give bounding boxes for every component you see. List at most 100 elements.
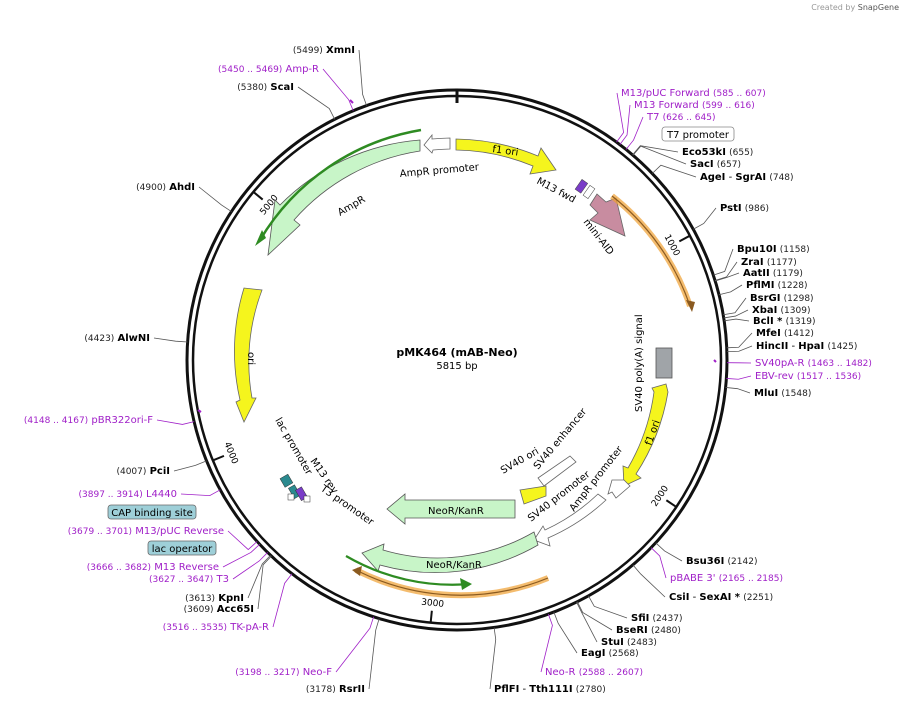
feature-f1-ori-2[interactable] bbox=[622, 383, 669, 487]
site-xmni[interactable]: (5499) XmnI bbox=[293, 45, 355, 56]
primer-l4440[interactable]: (3897 .. 3914) L4440 bbox=[79, 489, 178, 500]
leader-line bbox=[725, 387, 751, 394]
site-xbai[interactable]: XbaI (1309) bbox=[752, 305, 810, 316]
primer-neo-r[interactable]: Neo-R (2588 .. 2607) bbox=[545, 667, 643, 678]
site-bcli[interactable]: BclI * (1319) bbox=[753, 316, 816, 327]
site-pflfi[interactable]: PflFI - Tth111I (2780) bbox=[494, 684, 606, 695]
site-mlui[interactable]: MluI (1548) bbox=[754, 388, 811, 399]
label-neor-kanr-2: NeoR/KanR bbox=[426, 560, 482, 571]
leader-line bbox=[335, 616, 375, 673]
leader-line bbox=[358, 49, 367, 106]
feature-sv40-polya[interactable] bbox=[655, 347, 673, 379]
site-pcii[interactable]: (4007) PciI bbox=[116, 466, 170, 477]
primer-pbabe-3-[interactable]: pBABE 3' (2165 .. 2185) bbox=[670, 573, 783, 584]
feature-sv40-enhancer[interactable] bbox=[537, 455, 577, 487]
site-rsrii[interactable]: (3178) RsrII bbox=[306, 684, 365, 695]
site-bpu10i[interactable]: Bpu10I (1158) bbox=[737, 244, 810, 255]
plasmid-name: pMK464 (mAB-Neo) bbox=[396, 346, 517, 359]
ruler-tick bbox=[252, 191, 264, 201]
site-eagi[interactable]: EagI (2568) bbox=[581, 648, 639, 659]
label-ori: ori bbox=[245, 352, 256, 365]
box-cap-binding-site: CAP binding site bbox=[111, 508, 193, 519]
leader-line bbox=[726, 345, 753, 353]
primer-t7[interactable]: T7 (626 .. 645) bbox=[646, 112, 716, 123]
feature-sv40-promoter[interactable] bbox=[533, 493, 607, 547]
leader-line bbox=[724, 318, 750, 322]
site-psti[interactable]: PstI (986) bbox=[720, 203, 769, 214]
primer-t3[interactable]: (3627 .. 3647) T3 bbox=[149, 574, 229, 585]
primer-amp-r[interactable]: (5450 .. 5469) Amp-R bbox=[218, 64, 319, 75]
label-f1-ori: f1 ori bbox=[492, 144, 519, 159]
leader-line bbox=[651, 164, 697, 178]
leader-line bbox=[726, 375, 752, 380]
site-sfii[interactable]: SfiI (2437) bbox=[631, 613, 682, 624]
outer-labels: (5499) XmnI (5450 .. 5469) Amp-R (5380) Sc… bbox=[24, 45, 872, 695]
site-ahdi[interactable]: (4900) AhdI bbox=[136, 182, 195, 193]
leader-line bbox=[272, 573, 293, 628]
site-kpni[interactable]: (3613) KpnI bbox=[185, 593, 244, 604]
feature-f1-ori[interactable] bbox=[455, 138, 557, 175]
leader-line bbox=[723, 309, 749, 319]
neo-orf-line bbox=[345, 555, 471, 586]
leader-lines bbox=[153, 49, 753, 690]
site-stui[interactable]: StuI (2483) bbox=[601, 637, 657, 648]
ruler-tick-label: 2000 bbox=[650, 484, 671, 509]
site-eco53ki[interactable]: Eco53kI (655) bbox=[682, 147, 753, 158]
primer-m13-puc-reverse[interactable]: (3679 .. 3701) M13/pUC Reverse bbox=[68, 526, 224, 537]
leader-line bbox=[553, 611, 578, 654]
primer-pbr322ori-f[interactable]: (4148 .. 4167) pBR322ori-F bbox=[24, 415, 153, 426]
site-scai[interactable]: (5380) ScaI bbox=[237, 82, 294, 93]
site-bsrgi[interactable]: BsrGI (1298) bbox=[750, 293, 814, 304]
leader-line bbox=[693, 207, 717, 230]
feature-sv40-ori[interactable] bbox=[519, 485, 547, 505]
site-csii[interactable]: CsiI - SexAI * (2251) bbox=[669, 592, 773, 603]
leader-line bbox=[632, 145, 679, 156]
features bbox=[197, 99, 717, 599]
site-acc65i[interactable]: (3609) Acc65I bbox=[184, 604, 254, 615]
site-bseri[interactable]: BseRI (2480) bbox=[616, 625, 681, 636]
label-ampr-promoter: AmpR promoter bbox=[399, 162, 480, 180]
leader-line bbox=[713, 248, 734, 276]
leader-line bbox=[156, 419, 195, 425]
site-mfei[interactable]: MfeI (1412) bbox=[756, 328, 814, 339]
ruler-tick-label: 3000 bbox=[421, 598, 445, 610]
primer-m13-reverse[interactable]: (3666 .. 3682) M13 Reverse bbox=[87, 562, 219, 573]
leader-line bbox=[655, 542, 683, 562]
feature-neor-kanr-1[interactable] bbox=[386, 493, 516, 525]
leader-line bbox=[715, 272, 740, 282]
feature-ampr-promoter-2[interactable] bbox=[607, 479, 631, 499]
site-zrai[interactable]: ZraI (1177) bbox=[741, 257, 797, 268]
site-pflmi[interactable]: PflMI (1228) bbox=[746, 280, 808, 291]
box-lac-operator: lac operator bbox=[152, 544, 213, 555]
leader-line bbox=[489, 627, 497, 690]
primer-neo-f[interactable]: (3198 .. 3217) Neo-F bbox=[235, 667, 332, 678]
feature-mini-aid[interactable] bbox=[589, 193, 626, 237]
primer-tk-pa-r[interactable]: (3516 .. 3535) TK-pA-R bbox=[163, 622, 269, 633]
feature-ampr[interactable] bbox=[267, 139, 421, 257]
leader-line bbox=[173, 460, 207, 472]
primer-m13-forward[interactable]: M13 Forward (599 .. 616) bbox=[634, 100, 755, 111]
site-hincii[interactable]: HincII - HpaI (1425) bbox=[756, 341, 857, 352]
ruler-tick bbox=[665, 499, 677, 508]
ruler-tick-label: 4000 bbox=[221, 441, 239, 466]
box-t7-promoter: T7 promoter bbox=[666, 130, 730, 141]
feature-ampr-promoter[interactable] bbox=[423, 133, 451, 154]
site-aatii[interactable]: AatII (1179) bbox=[743, 268, 803, 279]
leader-line bbox=[257, 555, 272, 610]
feature-ori[interactable] bbox=[234, 287, 263, 423]
leader-line bbox=[650, 547, 667, 579]
leader-line bbox=[232, 552, 268, 580]
site-alwni[interactable]: (4423) AlwNI bbox=[84, 333, 150, 344]
site-saci[interactable]: SacI (657) bbox=[690, 159, 741, 170]
primer-ebv-rev[interactable]: EBV-rev (1517 .. 1536) bbox=[755, 371, 861, 382]
primer-m13-puc-forward[interactable]: M13/pUC Forward (585 .. 607) bbox=[621, 88, 766, 99]
ruler-tick bbox=[429, 610, 433, 623]
feature-neor-kanr-2[interactable] bbox=[361, 531, 539, 573]
site-agei[interactable]: AgeI - SgrAI (748) bbox=[700, 172, 794, 183]
leader-line bbox=[726, 332, 753, 349]
primer-sv40pa-r[interactable]: SV40pA-R (1463 .. 1482) bbox=[755, 358, 872, 369]
leader-line bbox=[222, 543, 260, 568]
site-bsu36i[interactable]: Bsu36I (2142) bbox=[686, 556, 757, 567]
